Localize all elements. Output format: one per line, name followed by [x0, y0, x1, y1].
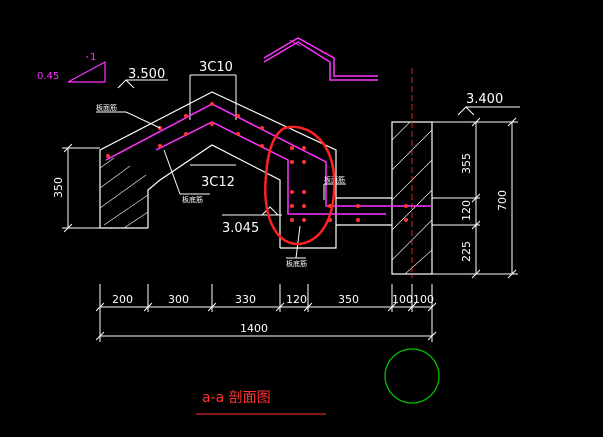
dim-bottom-6: 100 [392, 293, 413, 306]
dim-bottom-3: 330 [235, 293, 256, 306]
section-title: a-a 剖面图 [196, 390, 326, 415]
slope-ratio-label: 0.45 [37, 71, 59, 82]
dim-bottom-4: 120 [286, 293, 307, 306]
dim-right-2: 120 [460, 200, 473, 221]
note-a: 板面筋 [96, 103, 117, 112]
note-d: 板底筋 [286, 259, 307, 268]
highlight-circle [264, 125, 336, 246]
rebar-labels: 3C10 3C12 [189, 60, 237, 190]
elevation-gutter: 3.045 [222, 206, 282, 236]
note-b: 板底筋 [182, 195, 203, 204]
dim-left-text: 350 [52, 177, 65, 198]
profile-sketch [263, 37, 378, 81]
elevation-ridge-left: 3.500 [117, 67, 168, 89]
elevation-right-text: 3.400 [466, 92, 503, 107]
elevation-gutter-text: 3.045 [222, 221, 259, 236]
dim-right: 355 120 225 700 [432, 117, 518, 279]
ucs-circle [384, 348, 440, 404]
elevation-right: 3.400 [457, 92, 520, 116]
dim-right-3: 225 [460, 241, 473, 262]
slope-run-label: 1 [90, 52, 96, 63]
rebar-dots [106, 102, 408, 222]
dim-bottom-7: 100 [413, 293, 434, 306]
section-title-text: a-a 剖面图 [202, 390, 271, 406]
dim-bottom-2: 300 [168, 293, 189, 306]
dim-bottom: 200 300 330 120 350 100 100 1400 [95, 284, 437, 342]
dim-bottom-5: 350 [338, 293, 359, 306]
rebar-top-label: 3C10 [199, 60, 233, 75]
dim-bottom-total: 1400 [240, 322, 268, 335]
rebar-lines [105, 68, 432, 278]
slope-indicator: 1 0.45 [37, 52, 106, 83]
rebar-bottom-label: 3C12 [201, 175, 235, 190]
dim-bottom-1: 200 [112, 293, 133, 306]
dim-right-total: 700 [496, 190, 509, 211]
dim-right-1: 355 [460, 153, 473, 174]
elevation-ridge-text: 3.500 [128, 67, 165, 82]
dim-left: 350 [52, 143, 100, 233]
